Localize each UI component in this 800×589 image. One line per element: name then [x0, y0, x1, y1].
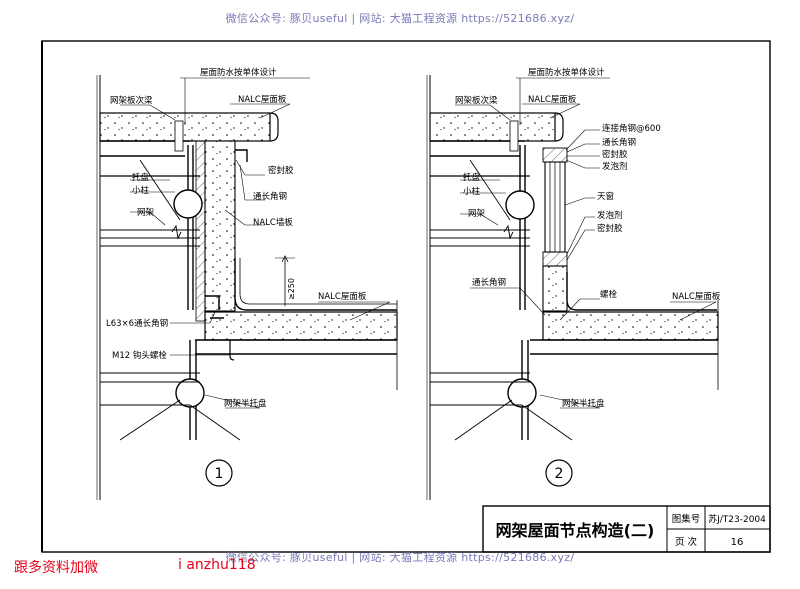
page-label: 页 次 [675, 536, 698, 548]
detail-2-labels: 屋面防水按单体设计 网架板次梁 NALC屋面板 连接角钢@600 通长角钢 密封… [455, 67, 721, 482]
label-continuous-angle-top-2: 通长角钢 [602, 137, 636, 148]
atlas-value: 苏J/T23-2004 [708, 513, 766, 525]
label-truss-1: 网架 [137, 208, 155, 218]
label-tray-2: 托盘 [463, 172, 481, 183]
label-half-tray-1: 网架半托盘 [224, 398, 267, 409]
detail-2-drawing [426, 75, 719, 500]
label-skylight-2: 天窗 [597, 191, 614, 202]
label-nalc-roof-bottom-2: NALC屋面板 [672, 291, 721, 302]
detail-1-drawing [96, 75, 398, 500]
promo-id: i anzhu118 [178, 557, 256, 573]
label-nalc-roof-top-2: NALC屋面板 [528, 94, 577, 105]
label-bolt-2: 螺栓 [600, 289, 618, 300]
detail-number-1: 1 [215, 466, 224, 482]
label-small-column-1: 小柱 [132, 185, 150, 196]
title-block [482, 505, 771, 553]
label-nalc-roof-bottom-1: NALC屋面板 [318, 291, 367, 302]
label-small-column-2: 小柱 [463, 186, 481, 197]
label-connect-angle-2: 连接角钢@600 [602, 123, 661, 134]
label-continuous-angle-1: 通长角钢 [253, 191, 287, 202]
sheet-frame [41, 40, 771, 553]
label-dim-250-1: ≥250 [287, 278, 296, 300]
label-half-tray-2: 网架半托盘 [562, 398, 605, 409]
page-value: 16 [731, 537, 744, 548]
label-truss-purlin-1: 网架板次梁 [110, 95, 153, 106]
label-foam-mid-2: 发泡剂 [597, 210, 623, 221]
label-nalc-roof-top-1: NALC屋面板 [238, 94, 287, 105]
label-sealant-mid-2: 密封胶 [597, 223, 623, 234]
detail-number-2: 2 [555, 466, 564, 482]
label-continuous-angle-bottom-2: 通长角钢 [472, 277, 506, 288]
label-sealant-top-2: 密封胶 [602, 149, 628, 160]
label-foam-top-2: 发泡剂 [602, 161, 628, 172]
drawing-title: 网架屋面节点构造(二) [496, 521, 655, 540]
detail-1-labels: 屋面防水按单体设计 网架板次梁 NALC屋面板 密封胶 托盘 小柱 通长角钢 网… [106, 67, 367, 482]
atlas-label: 图集号 [672, 513, 701, 525]
label-truss-purlin-2: 网架板次梁 [455, 95, 498, 106]
watermark-top: 微信公众号: 豚贝useful | 网站: 大猫工程资源 https://521… [225, 12, 575, 25]
title-block-text: 网架屋面节点构造(二) 图集号 苏J/T23-2004 页 次 16 [496, 513, 766, 548]
label-hook-bolt-1: M12 钩头螺栓 [112, 350, 167, 361]
label-truss-2: 网架 [468, 209, 486, 219]
label-roof-waterproof-1: 屋面防水按单体设计 [200, 67, 277, 78]
promo-text: 跟多资料加微 [14, 560, 98, 576]
label-angle-l63-1: L63×6通长角钢 [106, 318, 168, 329]
label-sealant-1: 密封胶 [268, 165, 294, 176]
watermark-bottom: 微信公众号: 豚贝useful | 网站: 大猫工程资源 https://521… [225, 551, 575, 564]
label-tray-1: 托盘 [132, 172, 150, 183]
label-roof-waterproof-2: 屋面防水按单体设计 [528, 67, 605, 78]
label-nalc-wall-1: NALC墙板 [253, 217, 293, 228]
